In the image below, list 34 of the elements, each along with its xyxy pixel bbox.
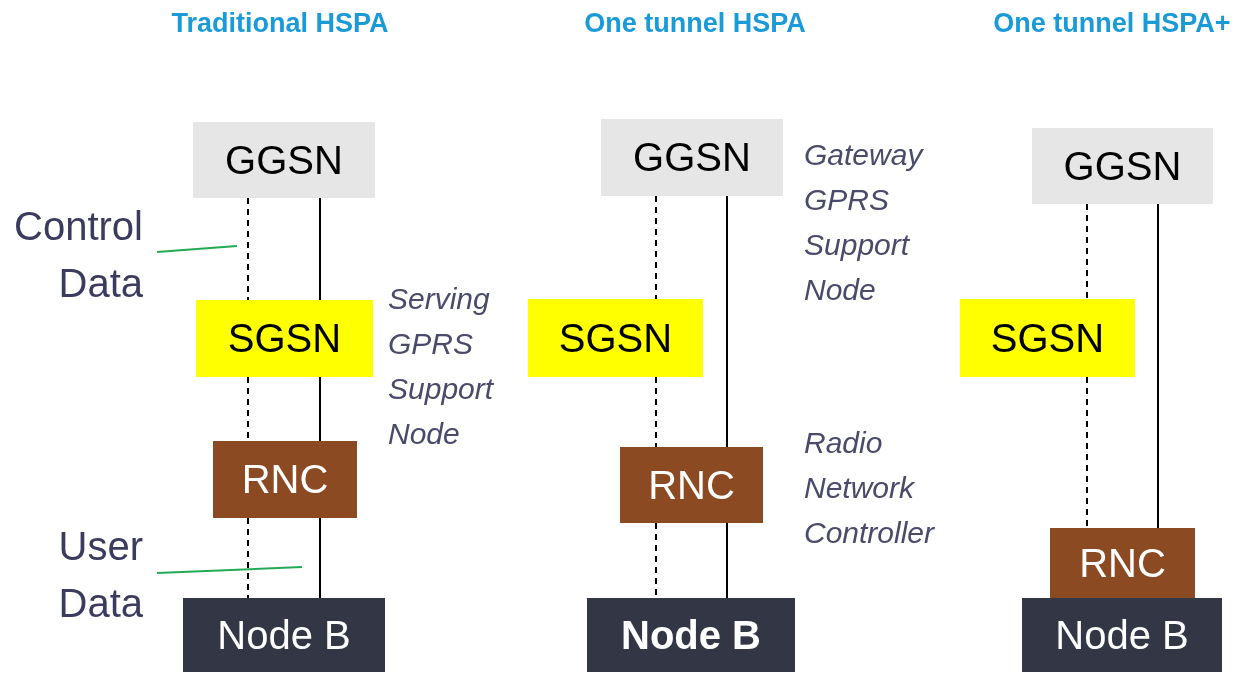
dashed-line <box>247 517 249 599</box>
node-description: Gateway GPRS Support Node <box>804 137 925 308</box>
dashed-line <box>655 376 657 448</box>
connector-line <box>319 517 321 599</box>
sgsn-box: SGSN <box>196 300 373 377</box>
connector-line <box>726 522 728 599</box>
connector-line <box>726 195 728 448</box>
leader-line <box>156 566 303 574</box>
connector-line <box>319 376 321 442</box>
node-b-box: Node B <box>587 598 795 672</box>
node-description: Serving GPRS Support Node <box>388 281 495 452</box>
column-heading: One tunnel HSPA <box>584 8 806 39</box>
node-b-box: Node B <box>1022 598 1222 672</box>
ggsn-box: GGSN <box>193 122 375 198</box>
sgsn-box: SGSN <box>960 299 1135 377</box>
rnc-box: RNC <box>1050 528 1195 598</box>
ggsn-box: GGSN <box>601 119 783 196</box>
sgsn-box: SGSN <box>528 299 703 377</box>
control-data-label: Control Data <box>5 200 155 310</box>
dashed-line <box>1086 376 1088 529</box>
node-description: Radio Network Controller <box>804 425 936 551</box>
dashed-line <box>247 197 249 301</box>
leader-line <box>156 245 238 253</box>
dashed-line <box>1086 203 1088 300</box>
node-b-box: Node B <box>183 598 385 672</box>
user-data-label: User Data <box>5 523 155 627</box>
column-heading: Traditional HSPA <box>171 8 389 39</box>
rnc-box: RNC <box>620 447 763 523</box>
ggsn-box: GGSN <box>1032 128 1213 204</box>
connector-line <box>319 197 321 301</box>
connector-line <box>1157 203 1159 529</box>
dashed-line <box>655 195 657 300</box>
column-heading: One tunnel HSPA+ <box>993 8 1231 39</box>
rnc-box: RNC <box>213 441 357 518</box>
